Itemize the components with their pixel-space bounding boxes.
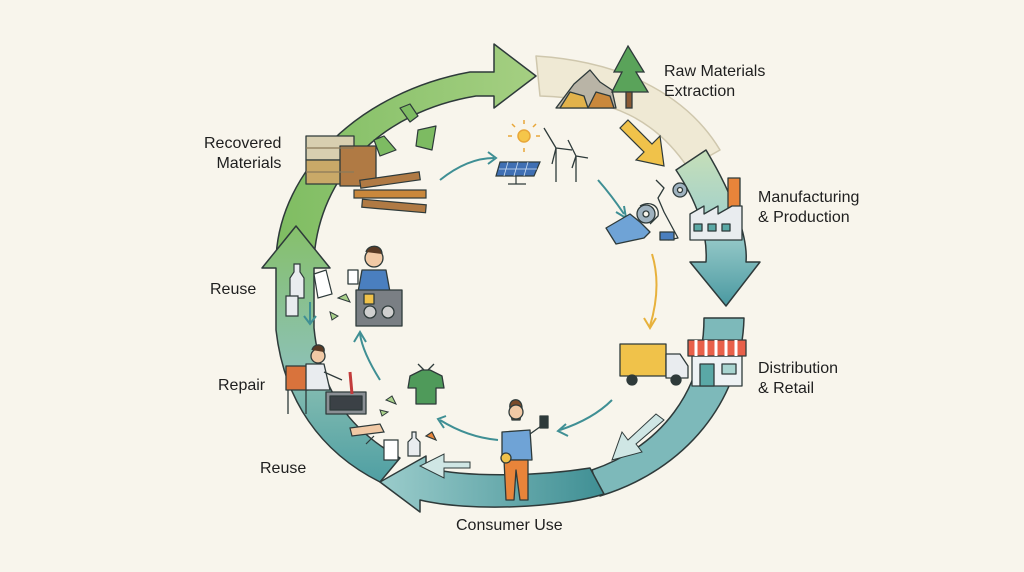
label-line: Reuse xyxy=(260,460,307,477)
arrow-consumer-to-reuse xyxy=(379,455,605,513)
reuse-arrow xyxy=(418,453,471,479)
robotic-arm-icon xyxy=(605,179,679,245)
recycling-symbol-icon xyxy=(373,103,437,157)
delivery-truck-icon xyxy=(619,343,689,386)
label-reuse-lower: Reuse xyxy=(260,459,306,479)
label-line: Reuse xyxy=(210,281,257,298)
label-line: Materials xyxy=(216,155,282,172)
label-line: Raw Materials xyxy=(664,63,766,80)
repair-person-icon xyxy=(285,344,367,415)
inner-flow-arrows xyxy=(303,151,658,441)
hand-tool-icon xyxy=(349,423,438,445)
label-manufacturing: Manufacturing & Production xyxy=(758,188,859,228)
wind-turbine-icon xyxy=(543,127,589,182)
label-recovered-materials: Recovered Materials xyxy=(204,134,281,174)
sun-icon xyxy=(508,120,540,152)
wood-pile-icon xyxy=(353,171,427,214)
bottle-icon xyxy=(285,263,421,457)
label-line: & Retail xyxy=(758,380,815,397)
label-line: Recovered xyxy=(204,135,282,152)
light-arrow xyxy=(611,413,665,461)
store-icon xyxy=(687,339,747,387)
sorting-worker-icon xyxy=(347,245,403,327)
label-line: Manufacturing xyxy=(758,189,860,206)
pine-tree-icon xyxy=(610,44,650,109)
label-distribution: Distribution & Retail xyxy=(758,359,838,399)
label-line: Consumer Use xyxy=(456,517,563,534)
gears-icon xyxy=(636,182,688,224)
label-consumer-use: Consumer Use xyxy=(456,516,563,536)
small-recycling-icon xyxy=(329,293,398,417)
label-line: Extraction xyxy=(664,83,736,100)
solar-panel-icon xyxy=(495,161,541,185)
label-repair: Repair xyxy=(218,376,265,396)
factory-icon xyxy=(689,177,743,241)
paper-icon xyxy=(313,269,399,461)
label-reuse-upper: Reuse xyxy=(210,280,256,300)
label-line: & Production xyxy=(758,209,850,226)
label-line: Repair xyxy=(218,377,266,394)
label-line: Distribution xyxy=(758,360,839,377)
mountain-rocks-icon xyxy=(555,69,617,109)
material-bales-icon xyxy=(305,135,377,187)
label-raw-materials: Raw Materials Extraction xyxy=(664,62,765,102)
yellow-arrow xyxy=(619,119,665,167)
shopper-with-phone-icon xyxy=(500,399,549,501)
shirt-hanger-icon xyxy=(407,363,445,405)
